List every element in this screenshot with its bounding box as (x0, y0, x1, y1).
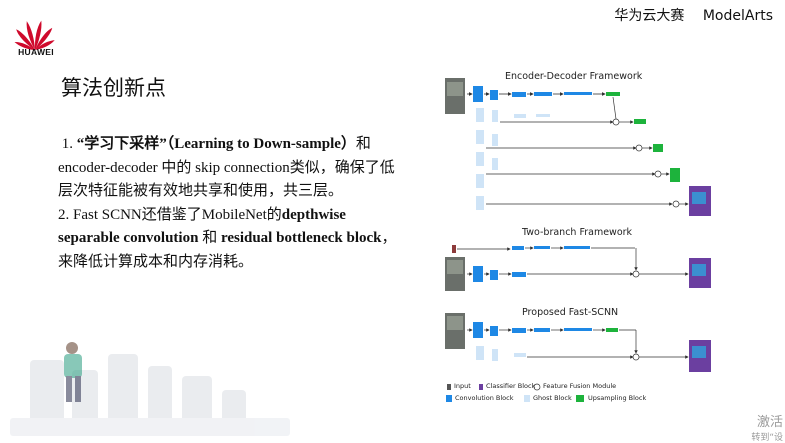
legend-ghost-label: Ghost Block (533, 394, 572, 402)
legend-ghost-swatch (524, 395, 530, 402)
legend-conv-swatch (446, 395, 452, 402)
architecture-figure: Encoder-Decoder Framework Two-branch Fra… (440, 64, 730, 409)
point-2: 2. Fast SCNN还借鉴了MobileNet的depthwise sepa… (58, 204, 403, 275)
two-branch-diagram (445, 245, 711, 291)
point-2-mid: 和 (198, 230, 221, 246)
activation-watermark: 激活 (756, 415, 783, 430)
point-2-bold-1: depthwise separable convolution (58, 206, 346, 247)
point-1-rest: 和 encoder-decoder 中的 skip connection类似，确… (58, 136, 395, 199)
legend-upsampling-swatch (576, 395, 584, 402)
activation-watermark-sub: 转到“设 (751, 433, 783, 443)
huawei-logo (14, 20, 55, 50)
point-2-rest: ，来降低计算成本和内存消耗。 (58, 230, 397, 270)
slide-body: 1. “学习下采样”（Learning to Down-sample）和 enc… (58, 133, 403, 274)
figure-title-two-branch: Two-branch Framework (522, 227, 633, 238)
legend-input-label: Input (454, 382, 471, 390)
legend-fusion-label: Feature Fusion Module (543, 382, 617, 390)
event-name: 华为云大赛 (614, 8, 685, 24)
point-2-prefix: 2. Fast SCNN还借鉴了MobileNet的 (58, 206, 282, 223)
figure-title-encoder-decoder: Encoder-Decoder Framework (505, 71, 643, 82)
legend-classifier-swatch (479, 384, 483, 390)
figure-title-fast-scnn: Proposed Fast-SCNN (522, 307, 619, 318)
point-1-bold: “学习下采样”（Learning to Down-sample） (76, 136, 356, 152)
architecture-diagram (445, 78, 711, 402)
legend-fusion-swatch (533, 383, 541, 391)
background-illustration (0, 318, 330, 440)
logo-wordmark: HUAWEI (18, 47, 54, 57)
slide-title: 算法创新点 (61, 76, 166, 100)
figure-legend (446, 383, 584, 402)
product-name: ModelArts (702, 8, 773, 24)
encoder-decoder-diagram (445, 78, 711, 216)
legend-upsampling-label: Upsampling Block (588, 394, 647, 402)
point-1-num: 1. (61, 136, 77, 152)
header-right: 华为云大赛 ModelArts (600, 5, 773, 25)
fast-scnn-diagram (445, 313, 711, 372)
point-1: 1. “学习下采样”（Learning to Down-sample）和 enc… (58, 133, 403, 204)
legend-conv-label: Convolution Block (455, 394, 514, 402)
point-2-bold-2: residual bottleneck block (220, 230, 382, 246)
legend-input-swatch (447, 384, 451, 390)
legend-classifier-label: Classifier Block (486, 382, 536, 390)
